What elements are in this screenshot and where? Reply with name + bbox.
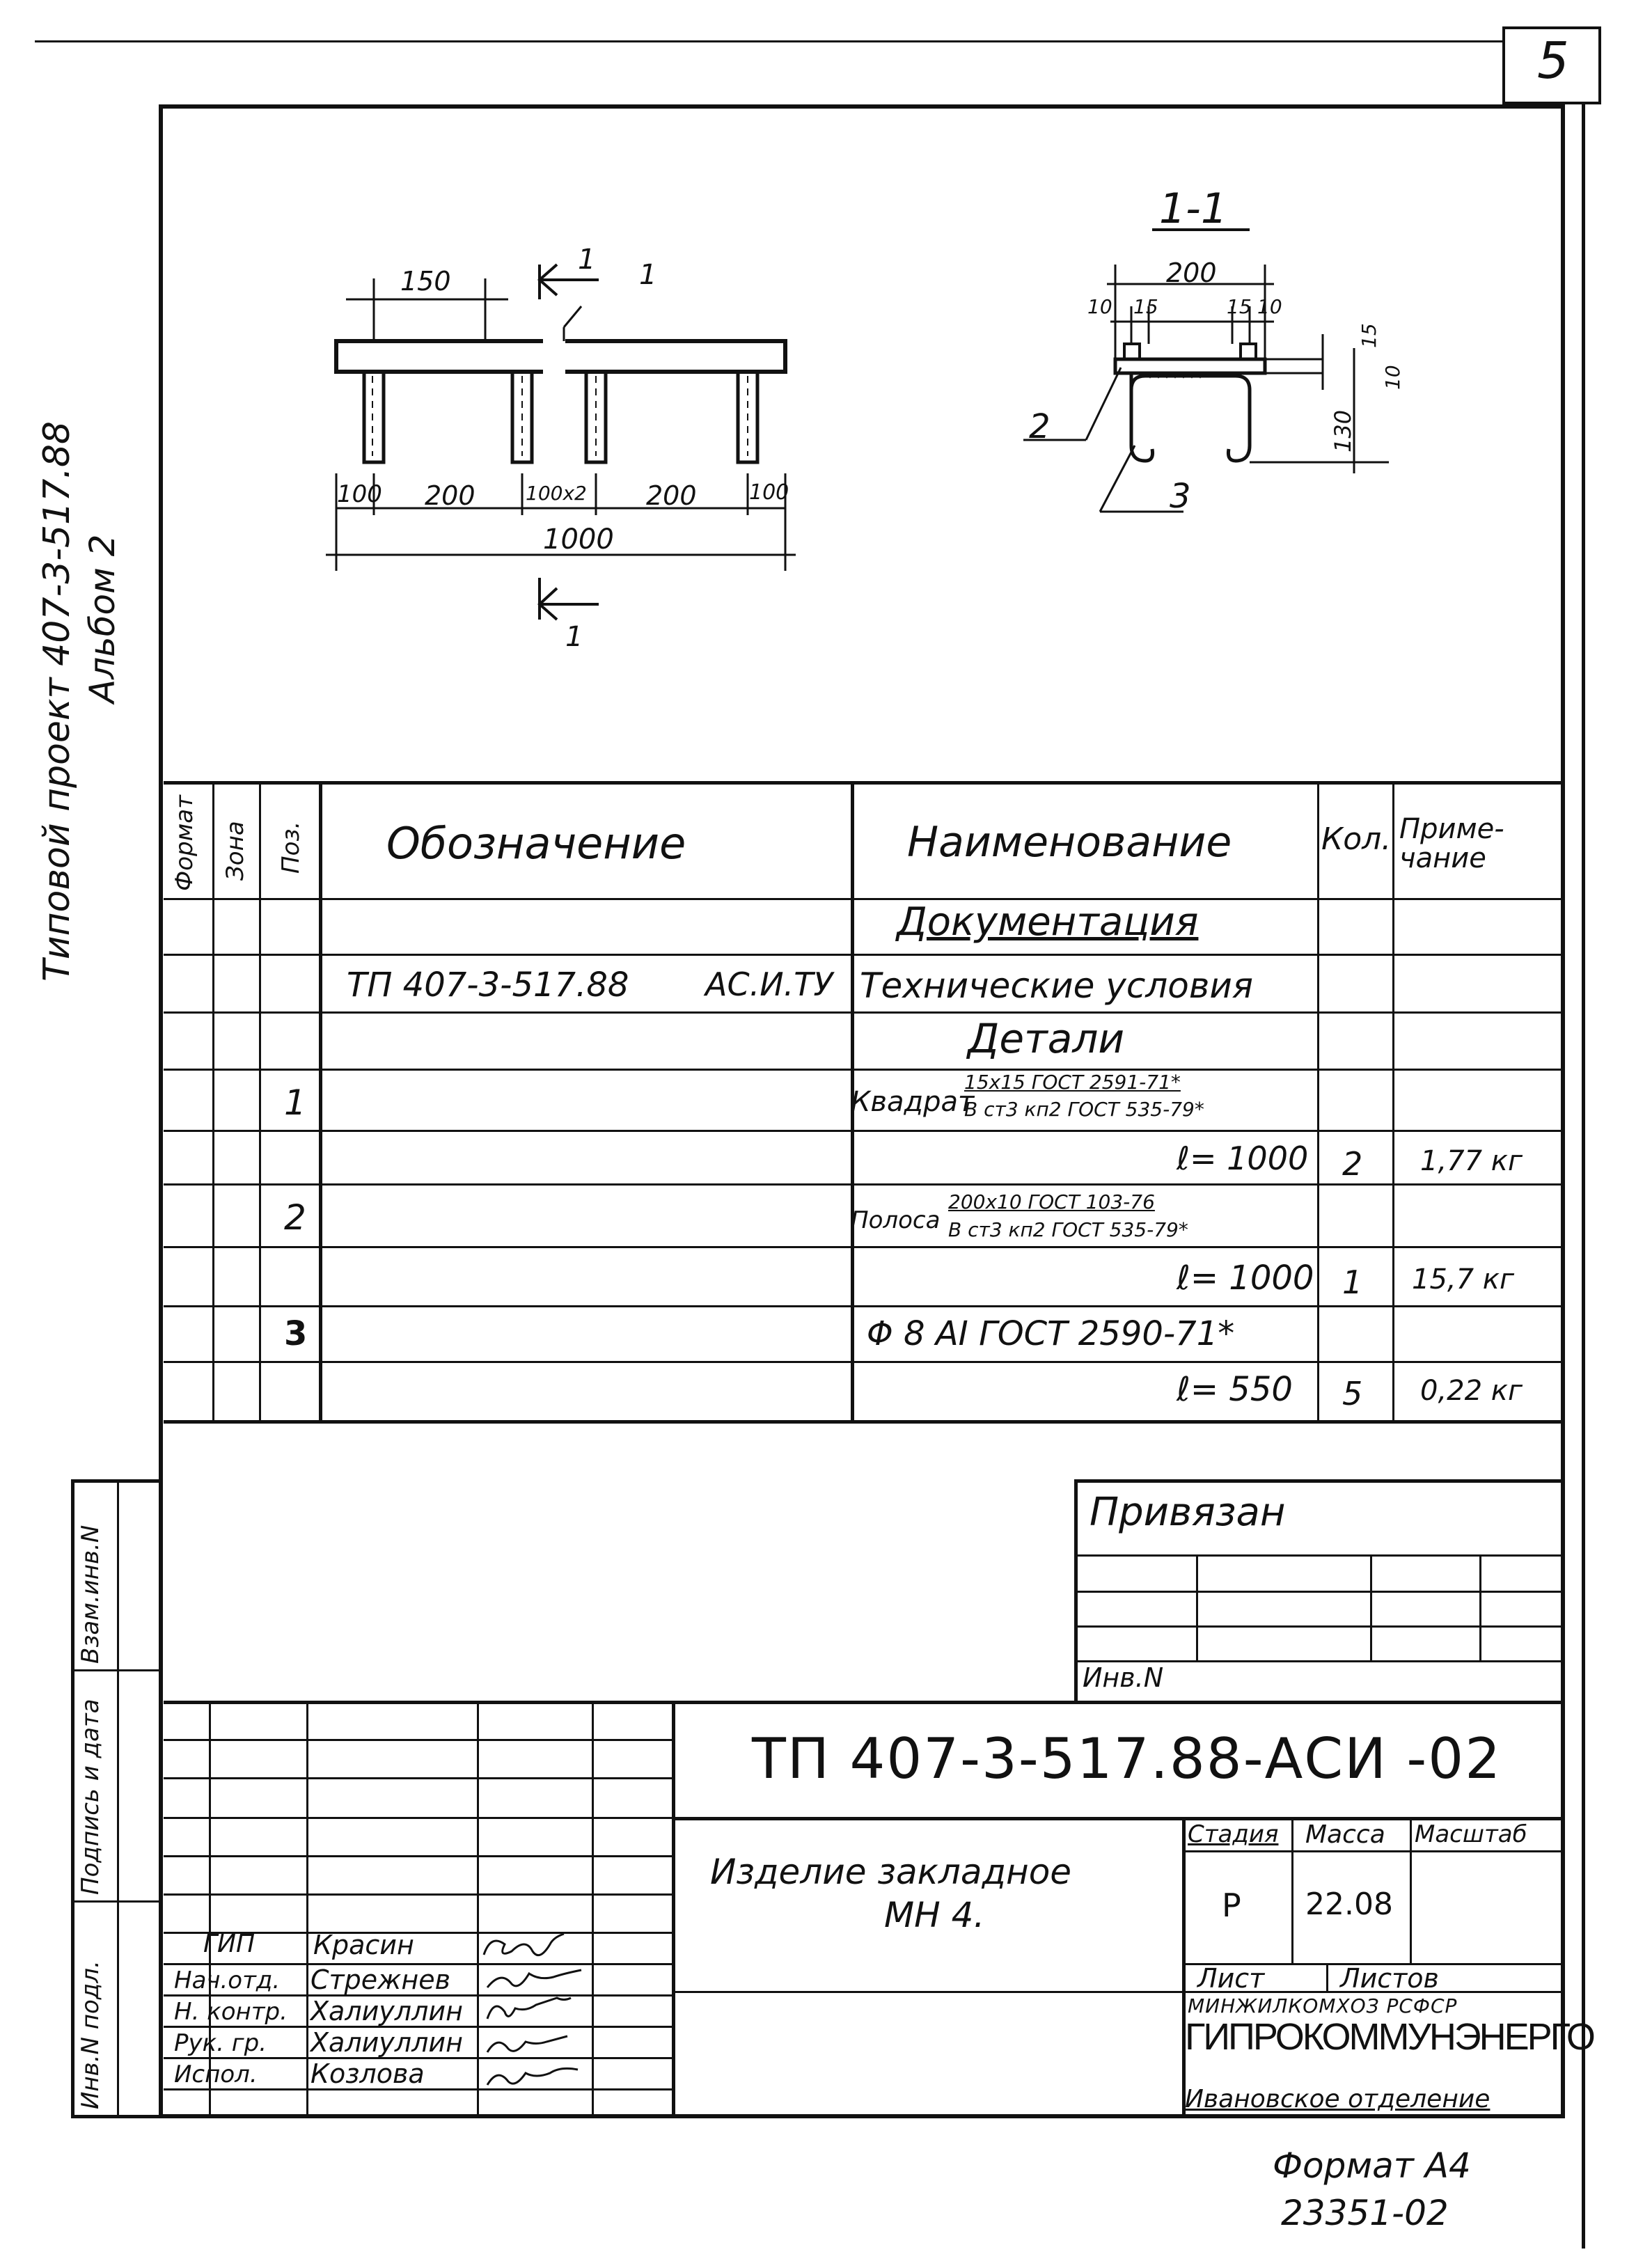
header-designation: Обозначение — [386, 818, 686, 869]
top-rule — [35, 40, 1502, 42]
section-view — [1023, 228, 1389, 513]
square-bar-right — [1239, 342, 1257, 361]
hook-bar — [1129, 373, 1252, 463]
person-role-gip: ГИП — [203, 1930, 255, 1958]
section-details: Детали — [968, 1015, 1125, 1062]
item3-qty: 5 — [1342, 1375, 1363, 1412]
dim-15-left: 15 — [1133, 295, 1158, 318]
dim-200-section: 200 — [1166, 258, 1217, 288]
person-name-exec: Козлова — [310, 2058, 425, 2089]
person-name-head: Стрежнев — [310, 1964, 451, 1995]
item2-num: 200x10 ГОСТ 103-76 — [948, 1190, 1155, 1213]
dim-10-right: 10 — [1257, 295, 1282, 318]
sheet-label: Лист — [1197, 1963, 1265, 1994]
branch: Ивановское отделение — [1185, 2085, 1491, 2113]
organization: ГИПРОКОММУНЭНЕРГО — [1185, 2016, 1596, 2058]
scale-label: Масштаб — [1415, 1820, 1527, 1848]
section-mark-top: 1 — [578, 244, 596, 276]
doc-code-title: ТП 407-3-517.88-АСИ -02 — [752, 1726, 1502, 1791]
item-name-line1: Изделие закладное — [710, 1852, 1072, 1892]
person-role-exec: Испол. — [174, 2061, 258, 2088]
strip-inv-original: Инв.N подл. — [77, 1960, 104, 2109]
doc-code: АС.И.ТУ — [705, 966, 833, 1003]
dim-100-right: 100 — [749, 480, 789, 505]
binding-inv: Инв.N — [1083, 1662, 1164, 1693]
anchor-rod-2 — [510, 370, 534, 464]
item1-length: ℓ= 1000 — [1177, 1140, 1309, 1177]
person-role-head: Нач.отд. — [174, 1967, 281, 1994]
person-name-norm: Халиуллин — [310, 1996, 463, 2026]
right-edge-line — [1582, 104, 1585, 2249]
dim-10-left: 10 — [1087, 295, 1112, 318]
dim-100-left: 100 — [337, 480, 382, 508]
doc-designation: ТП 407-3-517.88 — [347, 966, 629, 1005]
format-note: Формат А4 — [1273, 2145, 1471, 2186]
item2-note: 15,7 кг — [1412, 1263, 1514, 1296]
header-pos: Поз. — [277, 821, 305, 874]
dim-15-right: 15 — [1227, 295, 1252, 318]
item3-pos: 3 — [284, 1314, 308, 1353]
item1-den: В ст3 кп2 ГОСТ 535-79* — [964, 1098, 1204, 1121]
item1-note: 1,77 кг — [1420, 1145, 1523, 1177]
person-name-gip: Красин — [313, 1930, 414, 1960]
anchor-rod-1 — [362, 370, 386, 464]
item1-pos: 1 — [284, 1082, 306, 1123]
section-mark-bottom: 1 — [565, 621, 583, 653]
section-title: 1-1 — [1159, 184, 1227, 233]
person-role-norm: Н. контр. — [174, 1998, 288, 2026]
dim-200-right: 200 — [646, 480, 697, 511]
dim-200-left: 200 — [425, 480, 475, 511]
mass-value: 22.08 — [1305, 1887, 1393, 1922]
doc-name: Технические условия — [860, 966, 1253, 1006]
item1-num: 15x15 ГОСТ 2591-71* — [964, 1071, 1181, 1094]
cut-gap — [543, 337, 565, 376]
dim-1000: 1000 — [543, 523, 614, 556]
square-bar-left — [1123, 342, 1141, 361]
sheet-number-box — [1502, 26, 1601, 104]
item3-length: ℓ= 550 — [1177, 1370, 1293, 1409]
header-name: Наименование — [907, 818, 1232, 867]
item3-name: Φ 8 AI ГОСТ 2590-71* — [867, 1314, 1235, 1353]
stage-value: Р — [1222, 1887, 1241, 1924]
dim-10-vertical: 10 — [1381, 365, 1404, 390]
sheets-label: Листов — [1340, 1963, 1439, 1994]
ministry: МИНЖИЛКОМХОЗ РСФСР — [1188, 1994, 1458, 2017]
stage-label: Стадия — [1188, 1820, 1279, 1848]
drawing-canvas — [326, 228, 1389, 621]
leader-label-1: 1 — [639, 259, 657, 291]
pos-label-2: 2 — [1029, 407, 1051, 446]
anchor-rod-4 — [736, 370, 760, 464]
dim-15-vertical: 15 — [1358, 323, 1381, 348]
plate-section — [1113, 357, 1267, 375]
strip-signature-date: Подпись и дата — [77, 1699, 104, 1895]
header-note: Приме-чание — [1399, 813, 1504, 874]
item3-note: 0,22 кг — [1420, 1375, 1523, 1407]
anchor-rod-3 — [584, 370, 608, 464]
header-format: Формат — [171, 795, 198, 891]
archive-number: 23351-02 — [1281, 2193, 1449, 2233]
item2-name: Полоса — [851, 1206, 941, 1234]
dim-150: 150 — [400, 266, 451, 297]
front-view — [326, 263, 796, 621]
header-zone: Зона — [221, 821, 249, 881]
pos-label-3: 3 — [1170, 477, 1191, 516]
person-role-group: Рук. гр. — [174, 2029, 267, 2057]
dim-100x2: 100x2 — [526, 482, 587, 505]
mass-label: Масса — [1305, 1820, 1385, 1849]
person-name-group: Халиуллин — [310, 2027, 463, 2058]
item2-den: В ст3 кп2 ГОСТ 535-79* — [948, 1218, 1188, 1241]
item1-name: Квадрат — [851, 1086, 975, 1118]
item-name-line2: МН 4. — [884, 1895, 985, 1935]
strip-replace-inv: Взам.инв.N — [77, 1525, 104, 1664]
section-documentation: Документация — [897, 899, 1199, 945]
item2-qty: 1 — [1342, 1263, 1363, 1301]
item1-qty: 2 — [1342, 1145, 1363, 1183]
item2-length: ℓ= 1000 — [1177, 1259, 1314, 1298]
header-qty: Кол. — [1321, 821, 1392, 857]
dim-130-vertical: 130 — [1330, 409, 1356, 452]
item2-pos: 2 — [284, 1197, 306, 1238]
binding-title: Привязан — [1090, 1490, 1286, 1535]
sheet-number: 5 — [1537, 31, 1569, 90]
main-frame — [159, 104, 1565, 2118]
